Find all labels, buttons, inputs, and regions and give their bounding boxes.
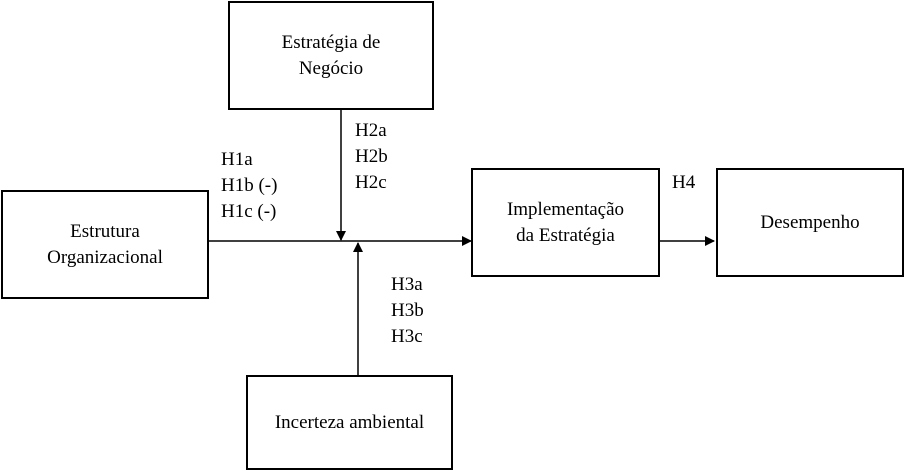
- hypothesis-h2-labels: H2a H2b H2c: [355, 118, 388, 196]
- strategy-box: Estratégia de Negócio: [228, 1, 434, 110]
- hypothesis-h1b: H1b (-): [221, 175, 278, 196]
- hypothesis-h3a: H3a: [391, 274, 423, 295]
- hypothesis-h1c: H1c (-): [221, 201, 277, 222]
- hypothesis-h2c: H2c: [355, 172, 387, 193]
- performance-box: Desempenho: [716, 168, 904, 277]
- hypothesis-h1a: H1a: [221, 149, 253, 170]
- structure-box: Estrutura Organizacional: [1, 190, 209, 299]
- structure-label-line2: Organizacional: [47, 246, 163, 268]
- implementation-box: Implementação da Estratégia: [471, 168, 660, 277]
- implementation-label-line2: da Estratégia: [516, 224, 615, 246]
- hypothesis-h2b: H2b: [355, 146, 388, 167]
- hypothesis-h1-labels: H1a H1b (-) H1c (-): [221, 147, 277, 225]
- hypothesis-h3c: H3c: [391, 326, 423, 347]
- uncertainty-label: Incerteza ambiental: [274, 411, 425, 433]
- hypothesis-h2a: H2a: [355, 120, 387, 141]
- structure-label-line1: Estrutura: [70, 220, 140, 242]
- hypothesis-h3-labels: H3a H3b H3c: [391, 272, 424, 350]
- hypothesis-h3b: H3b: [391, 300, 424, 321]
- strategy-label-line2: Negócio: [298, 57, 364, 79]
- strategy-label-line1: Estratégia de: [281, 31, 381, 53]
- implementation-label-line1: Implementação: [506, 198, 625, 220]
- performance-label: Desempenho: [760, 211, 860, 233]
- uncertainty-box: Incerteza ambiental: [246, 375, 453, 470]
- hypothesis-h4-label: H4: [672, 172, 696, 193]
